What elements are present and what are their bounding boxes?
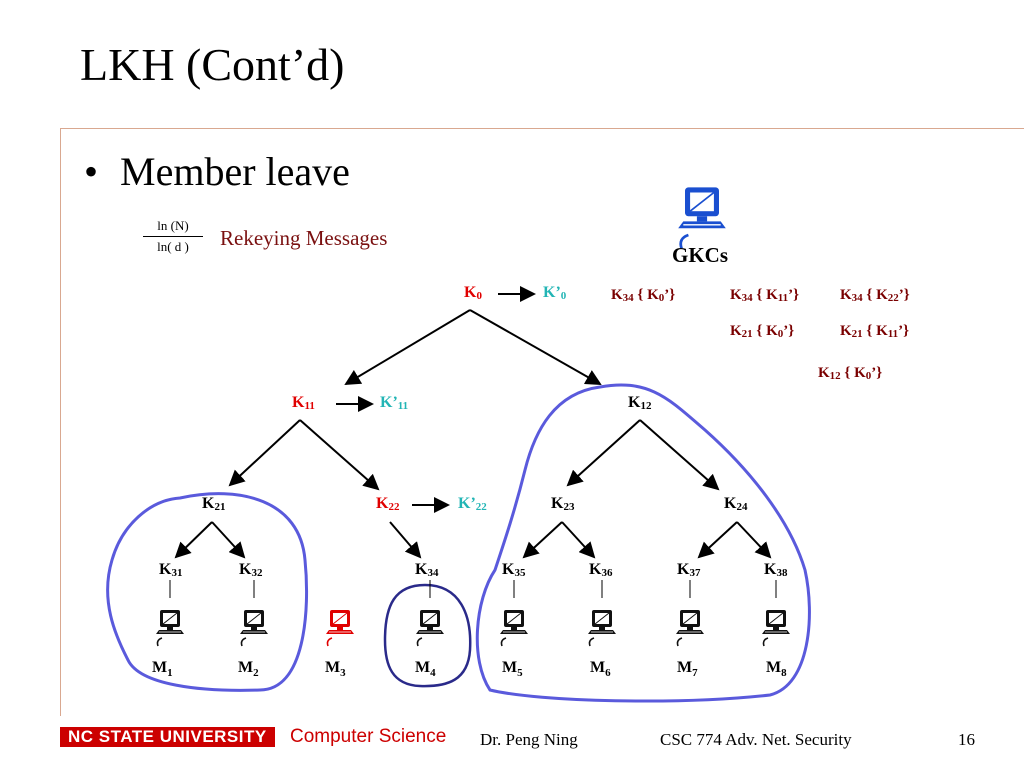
leaf-key: K34 — [415, 561, 439, 579]
member-label: M7 — [677, 659, 698, 680]
formula-numerator: ln (N) — [143, 218, 203, 237]
node-k21: K21 — [202, 495, 226, 513]
rekey-message: K21 { K11’} — [840, 323, 910, 340]
leaf-key: K31 — [159, 561, 183, 579]
node-k22-new: K’22 — [458, 495, 487, 513]
bullet-text: Member leave — [120, 149, 350, 194]
university-logo: NC STATE UNIVERSITY — [60, 727, 275, 747]
remaining-group-left-outline — [106, 492, 309, 692]
computer-icon — [325, 609, 355, 647]
computer-icon — [239, 609, 269, 647]
member-label: M2 — [238, 659, 259, 680]
rekey-message: K34 { K11’} — [730, 287, 800, 304]
member-label-leaving: M3 — [325, 659, 346, 680]
rekey-message: K21 { K0’} — [730, 323, 795, 340]
node-k0: K0 — [464, 284, 482, 302]
computer-icon — [499, 609, 529, 647]
leaf-key: K35 — [502, 561, 526, 579]
leaving-member-outline — [383, 583, 472, 688]
computer-icon — [675, 609, 705, 647]
member-label: M5 — [502, 659, 523, 680]
node-k24: K24 — [724, 495, 748, 513]
footer-author: Dr. Peng Ning — [480, 730, 578, 749]
gkc-computer-icon — [676, 186, 728, 250]
log-ratio-formula: ln (N) ln( d ) — [143, 218, 203, 255]
computer-icon — [587, 609, 617, 647]
member-label: M1 — [152, 659, 173, 680]
department-label: Computer Science — [290, 726, 447, 747]
gkcs-label: GKCs — [672, 243, 729, 267]
rekey-message: K34 { K22’} — [840, 287, 910, 304]
left-rule — [60, 128, 61, 716]
member-label: M8 — [766, 659, 787, 680]
computer-icon — [155, 609, 185, 647]
leaf-key: K37 — [677, 561, 701, 579]
member-label: M4 — [415, 659, 436, 680]
computer-icon — [761, 609, 791, 647]
formula-denominator: ln( d ) — [157, 239, 189, 254]
node-k11-new: K’11 — [380, 394, 409, 412]
bullet-marker: • — [84, 149, 99, 194]
member-label: M6 — [590, 659, 611, 680]
node-k23: K23 — [551, 495, 575, 513]
remaining-group-right-outline — [475, 383, 811, 703]
node-k0-new: K’0 — [543, 284, 567, 302]
rekey-message: K12 { K0’} — [818, 365, 883, 382]
rekey-message: K34 { K0’} — [611, 287, 676, 304]
leaf-key: K32 — [239, 561, 263, 579]
node-k22: K22 — [376, 495, 400, 513]
title-divider — [60, 128, 1024, 129]
leaf-key: K38 — [764, 561, 788, 579]
bullet-item: • Member leave — [84, 148, 350, 195]
footer-course: CSC 774 Adv. Net. Security — [660, 730, 852, 749]
leaf-key: K36 — [589, 561, 613, 579]
rekeying-messages-label: Rekeying Messages — [220, 226, 388, 250]
node-k11: K11 — [292, 394, 315, 412]
page-number: 16 — [958, 730, 975, 749]
node-k12: K12 — [628, 394, 652, 412]
computer-icon — [415, 609, 445, 647]
slide-title: LKH (Cont’d) — [80, 39, 345, 90]
